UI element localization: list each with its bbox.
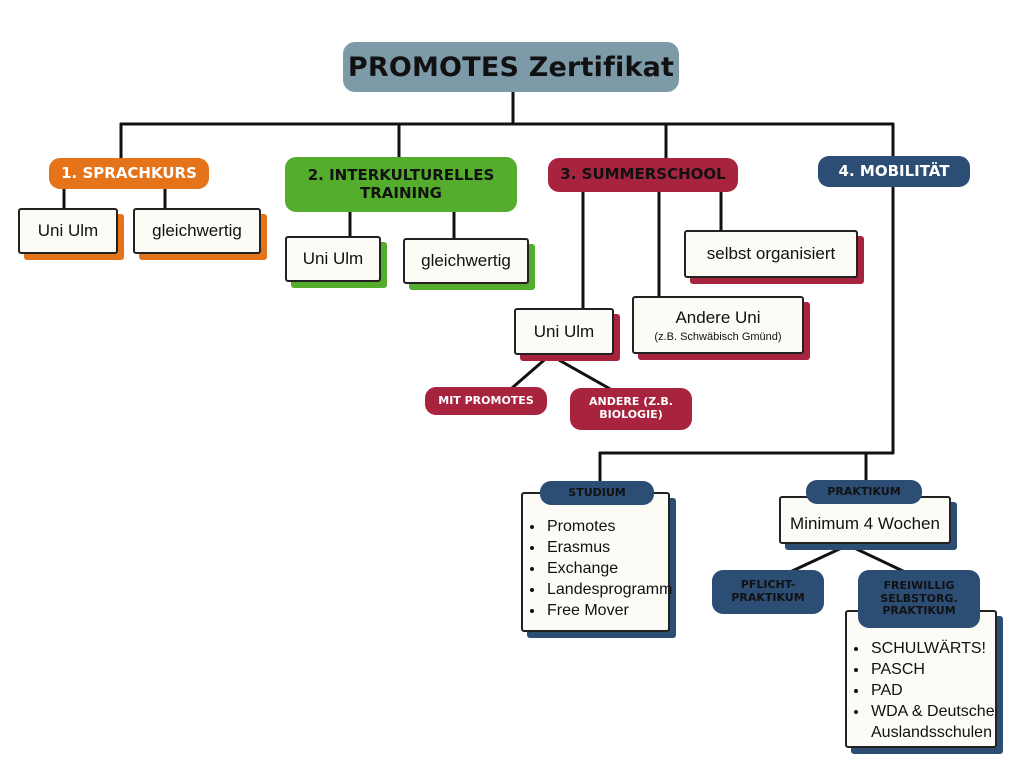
summerschool-selbst-organisiert: selbst organisiert [684, 230, 858, 278]
studium-label: STUDIUM [540, 481, 654, 505]
list-item: SCHULWÄRTS! [869, 638, 995, 659]
sprachkurs-option-gleichwertig: gleichwertig [133, 208, 261, 254]
category-training: 2. INTERKULTURELLES TRAINING [285, 157, 517, 212]
pflicht-praktikum: PFLICHT-PRAKTIKUM [712, 570, 824, 614]
andere-uni-label: Andere Uni [675, 307, 761, 327]
summerschool-andere-uni: Andere Uni (z.B. Schwäbisch Gmünd) [632, 296, 804, 354]
training-option-gleichwertig: gleichwertig [403, 238, 529, 284]
list-item: PASCH [869, 659, 995, 680]
praktikum-label: PRAKTIKUM [806, 480, 922, 504]
list-item: WDA & Deutsche Auslandsschulen [869, 701, 995, 743]
list-item: PAD [869, 680, 995, 701]
studium-list: Promotes Erasmus Exchange Landesprogramm… [523, 516, 672, 621]
andere-uni-note: (z.B. Schwäbisch Gmünd) [654, 330, 782, 343]
category-summerschool: 3. SUMMERSCHOOL [548, 158, 738, 192]
studium-list-box: Promotes Erasmus Exchange Landesprogramm… [521, 492, 672, 632]
freiwillig-list-box: SCHULWÄRTS! PASCH PAD WDA & Deutsche Aus… [845, 610, 997, 748]
list-item: Landesprogramm [545, 579, 672, 600]
summerschool-andere-biologie: ANDERE (Z.B. BIOLOGIE) [570, 388, 692, 430]
praktikum-minimum-box: Minimum 4 Wochen [779, 496, 951, 544]
training-option-uni-ulm: Uni Ulm [285, 236, 381, 282]
list-item: Promotes [545, 516, 668, 537]
summerschool-mit-promotes: MIT PROMOTES [425, 387, 547, 415]
category-sprachkurs: 1. SPRACHKURS [49, 158, 209, 189]
summerschool-uni-ulm: Uni Ulm [514, 308, 614, 355]
sprachkurs-option-uni-ulm: Uni Ulm [18, 208, 118, 254]
category-mobilitaet: 4. MOBILITÄT [818, 156, 970, 187]
list-item: Erasmus [545, 537, 668, 558]
freiwillig-list: SCHULWÄRTS! PASCH PAD WDA & Deutsche Aus… [847, 638, 995, 743]
list-item: Free Mover [545, 600, 668, 621]
freiwillig-praktikum: FREIWILLIG SELBSTORG. PRAKTIKUM [858, 570, 980, 628]
list-item: Exchange [545, 558, 668, 579]
diagram-title: PROMOTES Zertifikat [343, 42, 679, 92]
